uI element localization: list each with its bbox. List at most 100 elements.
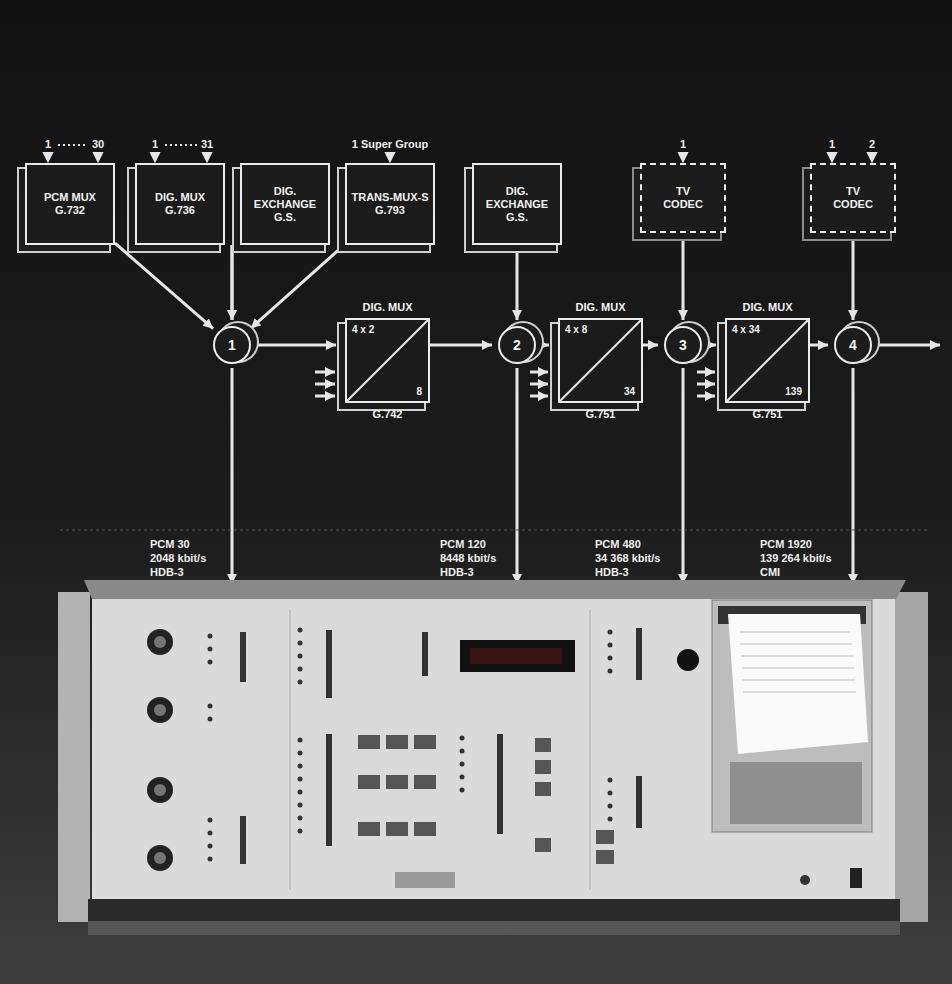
signal-connector [810, 344, 828, 347]
led [208, 857, 213, 862]
signal-spec: CMI [760, 566, 780, 579]
rate-in: 4 x 8 [565, 324, 587, 335]
recommendation: G.751 [540, 408, 661, 420]
equipment-box: DIG. MUX G.736 [135, 163, 225, 245]
led [608, 669, 613, 674]
input-count: 30 [92, 138, 104, 151]
box-text: TRANS-MUX-S G.793 [351, 191, 429, 217]
rack-handle [58, 592, 90, 922]
key [535, 838, 551, 852]
key [414, 775, 436, 789]
signal-spec: PCM 120 [440, 538, 486, 551]
signal-connector [643, 344, 658, 347]
key [414, 735, 436, 749]
led [298, 803, 303, 808]
signal-spec: PCM 30 [150, 538, 190, 551]
signal-spec: HDB-3 [440, 566, 474, 579]
key [535, 738, 551, 752]
dotted-range [58, 144, 88, 146]
led [460, 736, 465, 741]
paper-roll [730, 762, 862, 824]
equipment-box: DIG. EXCHANGE G.S. [472, 163, 562, 245]
box-text: TV CODEC [659, 185, 707, 211]
printer [712, 600, 872, 832]
signal-spec: 2048 kbit/s [150, 552, 206, 565]
slider [240, 632, 246, 682]
box-text: PCM MUX G.732 [31, 191, 109, 217]
junction-circle: 3 [664, 326, 702, 364]
input-arrow [203, 153, 211, 161]
key [386, 775, 408, 789]
test-access-arrow [852, 368, 855, 584]
box-text: DIG. MUX G.736 [141, 191, 219, 217]
led [208, 704, 213, 709]
panel-divider [290, 610, 291, 890]
equipment-box: PCM MUX G.732 [25, 163, 115, 245]
printout [728, 614, 868, 754]
led [460, 749, 465, 754]
led [298, 654, 303, 659]
extra-input [315, 383, 335, 386]
led [298, 816, 303, 821]
test-access-arrow [231, 368, 234, 584]
input-count: 1 [680, 138, 686, 151]
print-line [741, 656, 853, 657]
diagonal-line [727, 320, 808, 401]
slider [240, 816, 246, 864]
led [298, 764, 303, 769]
print-line [740, 644, 852, 645]
input-arrow [868, 153, 876, 161]
slider [326, 734, 332, 846]
led [608, 804, 613, 809]
box-text: DIG. EXCHANGE G.S. [246, 185, 324, 224]
rate-out: 8 [416, 386, 422, 397]
led [208, 634, 213, 639]
led [298, 641, 303, 646]
key [535, 760, 551, 774]
slider [636, 628, 642, 680]
box-text: TV CODEC [829, 185, 877, 211]
led [608, 791, 613, 796]
signal-spec: 139 264 kbit/s [760, 552, 832, 565]
signal-spec: PCM 480 [595, 538, 641, 551]
display-digits [470, 648, 562, 664]
input-arrow [94, 153, 102, 161]
signal-connector [852, 233, 855, 320]
extra-input [315, 371, 335, 374]
input-arrow [386, 153, 394, 161]
led [298, 738, 303, 743]
signal-connector [516, 245, 519, 320]
signal-connector [702, 344, 716, 347]
led [298, 777, 303, 782]
input-count: 1 [152, 138, 158, 151]
signal-connector [231, 245, 234, 320]
knob [677, 649, 699, 671]
print-line [740, 632, 850, 633]
junction-circle: 4 [834, 326, 872, 364]
rate-out: 139 [785, 386, 802, 397]
test-instrument [58, 580, 928, 935]
extra-input [530, 371, 548, 374]
bnc-pin [154, 784, 166, 796]
signal-connector [536, 344, 549, 347]
equipment-box: TRANS-MUX-S G.793 [345, 163, 435, 245]
multiplexer-box: DIG. MUX4 x 34139G.751 [725, 318, 810, 403]
bnc-pin [154, 636, 166, 648]
slider [422, 632, 428, 676]
recommendation: G.742 [327, 408, 448, 420]
diagonal-line [347, 320, 428, 401]
output-arrow [874, 344, 940, 347]
slider [326, 630, 332, 698]
rate-out: 34 [624, 386, 635, 397]
mux-heading: DIG. MUX [707, 301, 828, 313]
recommendation: G.751 [707, 408, 828, 420]
power-switch [850, 868, 862, 888]
slider [636, 776, 642, 828]
led [298, 667, 303, 672]
top-rim [84, 580, 906, 599]
multiplexer-box: DIG. MUX4 x 28G.742 [345, 318, 430, 403]
box-text: DIG. EXCHANGE G.S. [478, 185, 556, 224]
rate-in: 4 x 34 [732, 324, 760, 335]
